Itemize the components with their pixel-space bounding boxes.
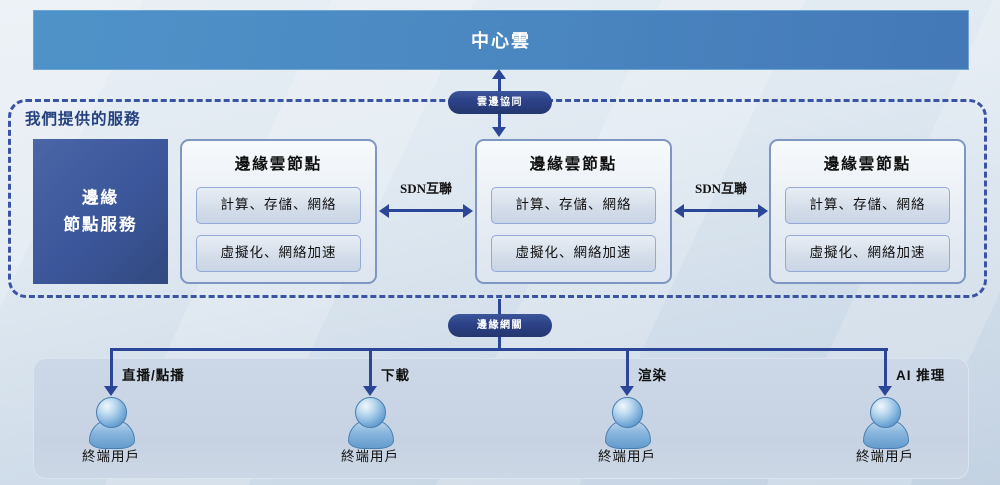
user-icon-head <box>96 397 127 428</box>
use-case-label: 下載 <box>381 368 410 383</box>
user-icon-head <box>355 397 386 428</box>
sdn-arrowhead-left <box>379 203 389 218</box>
drop-arrow-shaft <box>883 348 887 388</box>
node-title: 邊緣雲節點 <box>529 156 618 173</box>
node-capability-row: 虛擬化、網絡加速 <box>491 235 656 272</box>
central-cloud-label: 中心雲 <box>471 31 531 51</box>
edge-gateway-pill: 邊緣網關 <box>448 314 552 337</box>
node-capability-row: 計算、存儲、網絡 <box>196 187 361 224</box>
services-container-title: 我們提供的服務 <box>25 111 141 128</box>
distribution-line <box>110 348 888 351</box>
drop-arrowhead-down <box>104 386 118 396</box>
drop-arrowhead-down <box>620 386 634 396</box>
end-user-label: 終端用戶 <box>856 449 914 464</box>
user-icon-head <box>612 397 643 428</box>
edge-node-service-label: 邊緣 節點服務 <box>63 189 138 234</box>
node-capability-row: 計算、存儲、網絡 <box>785 187 950 224</box>
edge-cloud-node-card-2: 邊緣雲節點 計算、存儲、網絡 虛擬化、網絡加速 <box>475 139 672 284</box>
end-users-panel <box>33 358 969 479</box>
use-case-label: 渲染 <box>638 368 667 383</box>
node-capability-row: 虛擬化、網絡加速 <box>785 235 950 272</box>
drop-arrow-shaft <box>109 348 113 388</box>
sdn-arrowhead-left <box>674 203 684 218</box>
node-capability-row: 虛擬化、網絡加速 <box>196 235 361 272</box>
drop-arrow-shaft <box>368 348 372 388</box>
drop-arrowhead-down <box>878 386 892 396</box>
central-cloud-bar: 中心雲 <box>33 10 969 70</box>
sdn-arrow-shaft <box>386 209 466 212</box>
cloud-edge-collaboration-label: 雲邊協同 <box>477 97 523 108</box>
user-icon <box>347 397 394 449</box>
user-icon <box>88 397 135 449</box>
node-title: 邊緣雲節點 <box>234 156 323 173</box>
user-icon <box>604 397 651 449</box>
cloud-edge-arrowhead-down <box>492 127 506 137</box>
user-icon-head <box>870 397 901 428</box>
cloud-edge-collaboration-pill: 雲邊協同 <box>448 91 552 114</box>
cloud-edge-arrowhead-up <box>492 69 506 79</box>
use-case-label: 直播/點播 <box>122 368 185 383</box>
sdn-link-label: SDN互聯 <box>694 181 747 196</box>
sdn-link-label: SDN互聯 <box>399 181 452 196</box>
end-user-label: 終端用戶 <box>341 449 399 464</box>
sdn-arrowhead-right <box>463 203 473 218</box>
end-user-label: 終端用戶 <box>82 449 140 464</box>
drop-arrowhead-down <box>363 386 377 396</box>
end-user-label: 終端用戶 <box>598 449 656 464</box>
user-icon <box>862 397 909 449</box>
edge-cloud-node-card-3: 邊緣雲節點 計算、存儲、網絡 虛擬化、網絡加速 <box>769 139 966 284</box>
sdn-arrow-shaft <box>681 209 761 212</box>
edge-cloud-node-card-1: 邊緣雲節點 計算、存儲、網絡 虛擬化、網絡加速 <box>180 139 377 284</box>
edge-node-service-box: 邊緣 節點服務 <box>33 139 168 284</box>
sdn-arrowhead-right <box>758 203 768 218</box>
node-capability-row: 計算、存儲、網絡 <box>491 187 656 224</box>
drop-arrow-shaft <box>625 348 629 388</box>
use-case-label: AI 推理 <box>896 368 946 383</box>
edge-gateway-label: 邊緣網關 <box>477 320 523 331</box>
node-title: 邊緣雲節點 <box>823 156 912 173</box>
